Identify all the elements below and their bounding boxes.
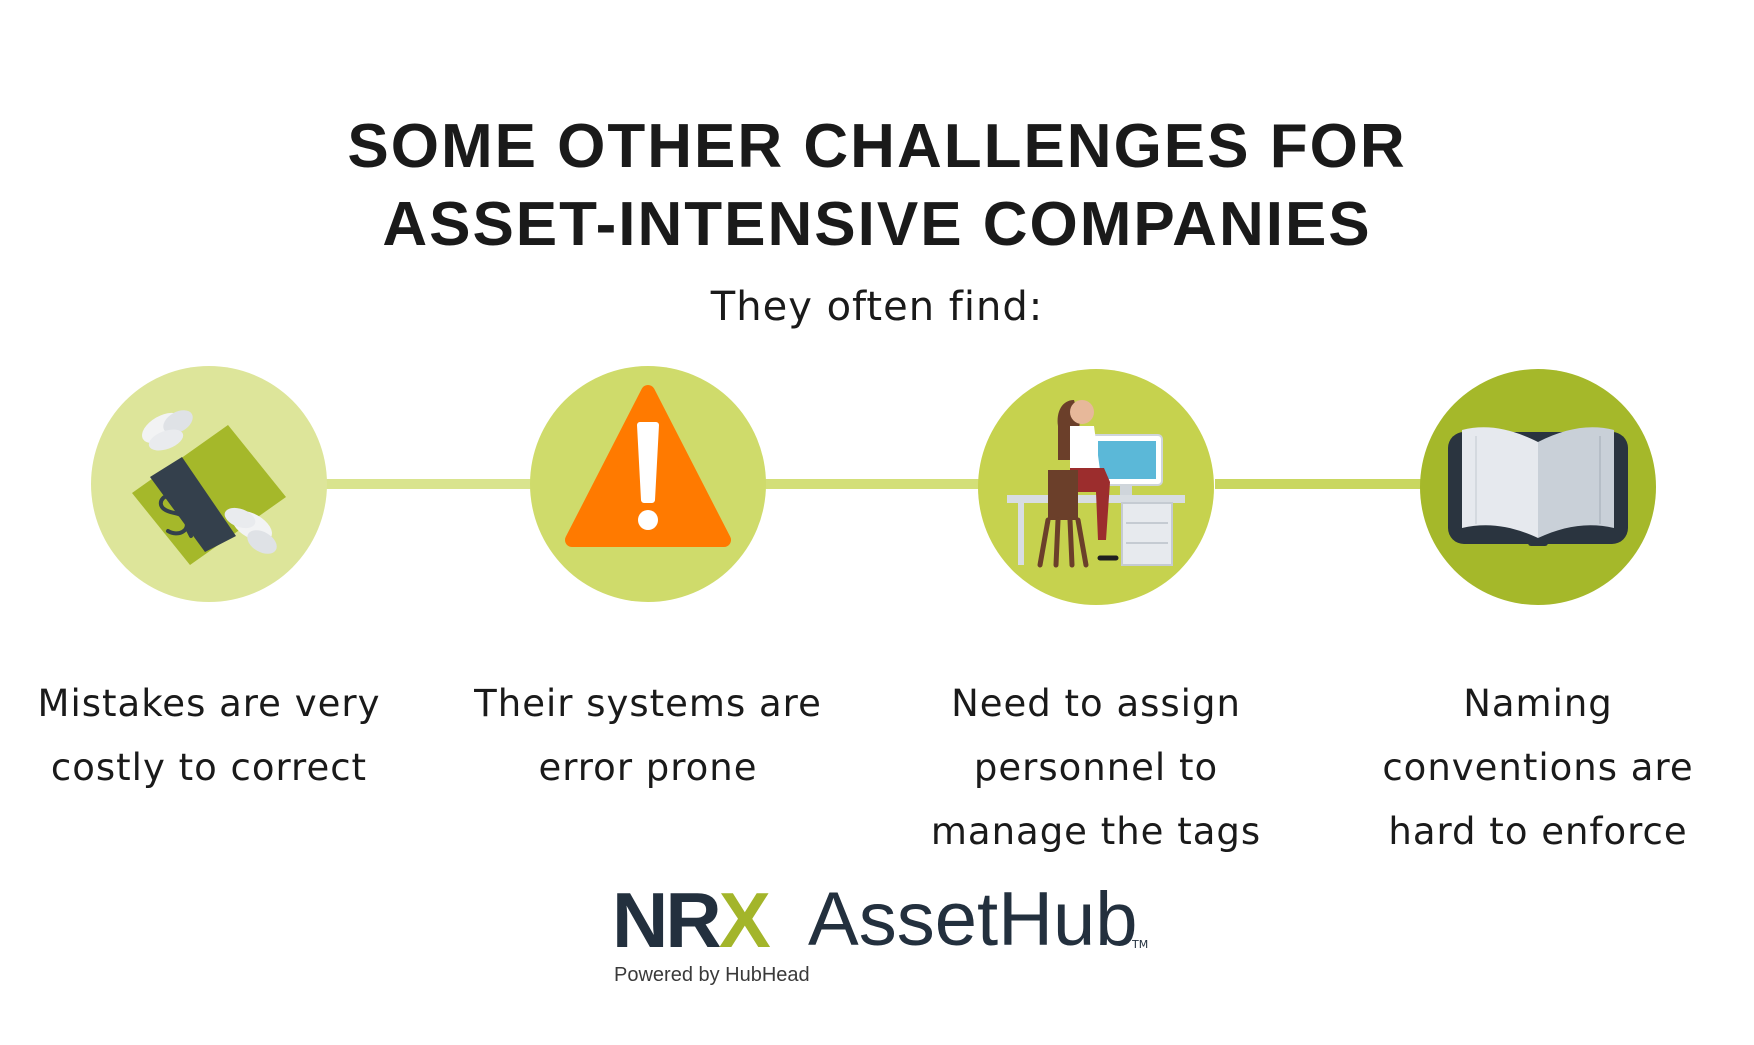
challenge-3-line-3: manage the tags [930,810,1262,853]
connector-1 [320,479,535,489]
challenge-4-line-2: conventions are [1382,746,1694,789]
logo-product-name: AssetHub [808,877,1138,962]
open-book-icon [1448,427,1628,546]
logo-trademark: TM [1132,938,1149,951]
nrx-logo-mark: NRX [612,880,771,960]
challenge-2-line-1: Their systems are [474,682,822,725]
challenge-2-text: Their systems are error prone [468,672,828,800]
connector-2 [765,479,980,489]
challenge-4-line-1: Naming [1463,682,1613,725]
flying-money-icon [132,410,286,565]
title-line-2: ASSET-INTENSIVE COMPANIES [382,190,1372,259]
page-title: SOME OTHER CHALLENGES FOR ASSET-INTENSIV… [0,108,1754,264]
logo-powered-by: Powered by HubHead [614,964,810,986]
logo-letter-x: X [718,876,771,964]
challenge-4-badge [1420,369,1656,605]
connector-3 [1215,479,1430,489]
person-at-computer-icon [1007,400,1185,568]
challenge-1-line-1: Mistakes are very [37,682,381,725]
challenge-timeline [91,366,1656,605]
challenge-3-line-1: Need to assign [951,682,1241,725]
challenge-3-badge [978,369,1214,605]
logo-letter-n: N [612,876,668,964]
subtitle: They often find: [710,284,1044,330]
warning-triangle-icon [565,385,731,547]
logo-letter-r: R [665,876,721,964]
challenge-1-badge [91,366,327,602]
challenge-2-line-2: error prone [538,746,758,789]
challenge-1-line-2: costly to correct [50,746,368,789]
challenge-4-line-3: hard to enforce [1388,810,1688,853]
title-line-1: SOME OTHER CHALLENGES FOR [347,112,1407,181]
challenge-4-text: Naming conventions are hard to enforce [1358,672,1718,864]
challenge-3-text: Need to assign personnel to manage the t… [916,672,1276,864]
challenge-2-badge [530,366,766,602]
nrx-assethub-logo: NRX AssetHub TM Powered by HubHead [612,880,1152,998]
challenge-1-text: Mistakes are very costly to correct [29,672,389,800]
challenge-3-line-2: personnel to [973,746,1219,789]
